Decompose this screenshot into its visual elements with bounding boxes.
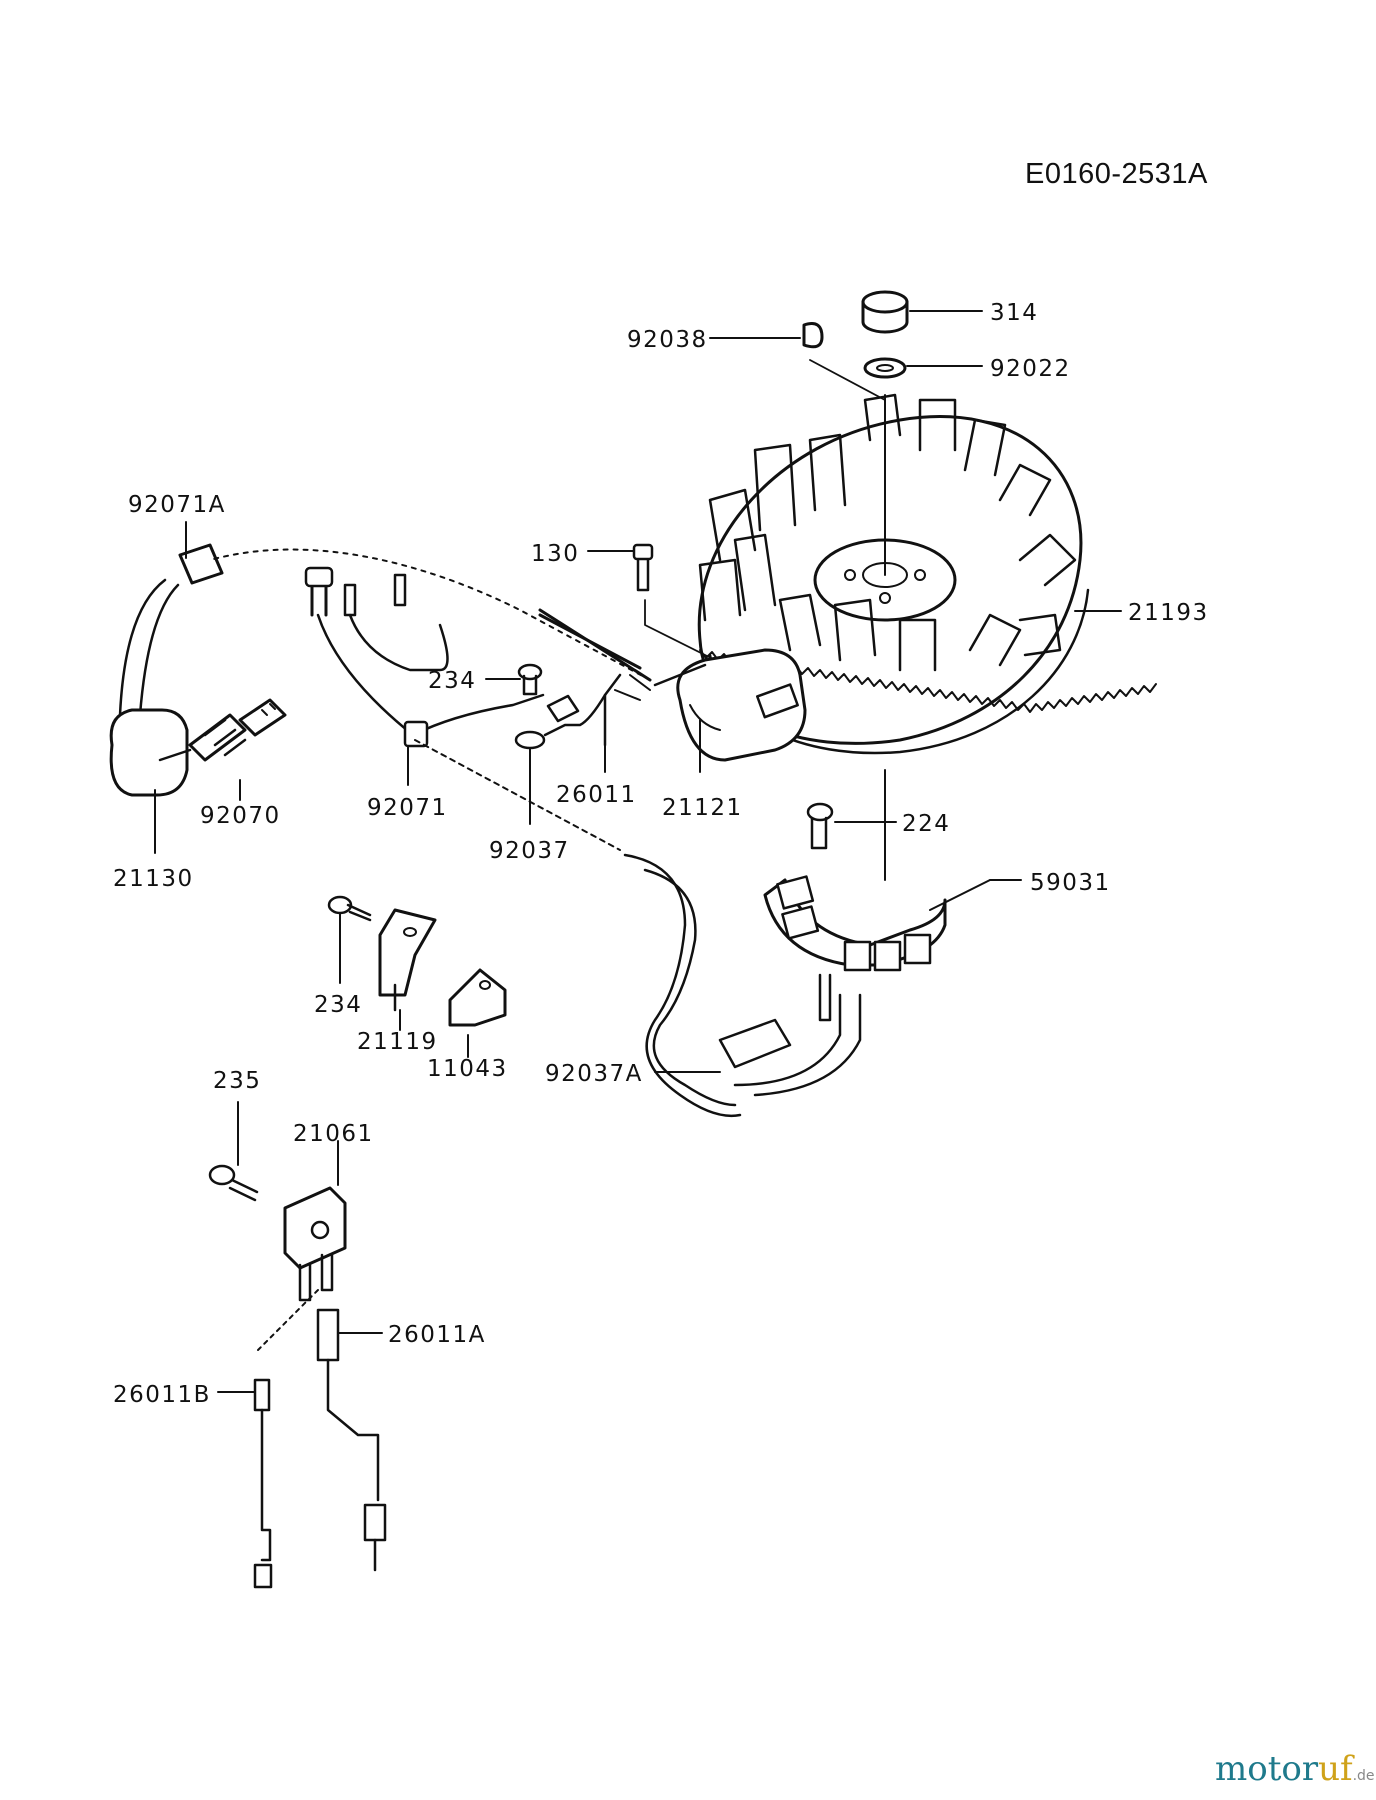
- watermark-part2: uf: [1318, 1749, 1355, 1789]
- washer-drawing: [863, 357, 907, 379]
- part-label-59031: 59031: [1030, 870, 1111, 896]
- part-label-92070: 92070: [200, 803, 281, 829]
- ignition-coil-drawing: [614, 648, 807, 762]
- part-label-92037: 92037: [489, 838, 570, 864]
- stator-drawing: [763, 875, 947, 1022]
- watermark-logo: motoruf.de: [1215, 1749, 1375, 1789]
- screw-234a-drawing: [517, 663, 543, 696]
- spark-plug-cap-drawing: [109, 543, 224, 797]
- part-label-234-lower: 234: [314, 992, 362, 1018]
- watermark-suffix: .de: [1353, 1768, 1375, 1784]
- part-label-314: 314: [990, 300, 1038, 326]
- leader-lines: [154, 310, 1122, 1393]
- part-label-21121: 21121: [662, 795, 743, 821]
- part-label-92071: 92071: [367, 795, 448, 821]
- part-label-234-upper: 234: [428, 668, 476, 694]
- part-label-224: 224: [902, 811, 950, 837]
- part-label-11043: 11043: [427, 1056, 508, 1082]
- nut-drawing: [861, 290, 909, 334]
- flywheel-drawing: [697, 393, 1157, 881]
- part-label-92071A: 92071A: [128, 492, 226, 518]
- watermark-part1: motor: [1215, 1749, 1319, 1789]
- part-label-21193: 21193: [1128, 600, 1209, 626]
- part-label-130: 130: [531, 541, 579, 567]
- part-label-21119: 21119: [357, 1029, 438, 1055]
- key-drawing: [802, 322, 824, 349]
- part-label-26011A: 26011A: [388, 1322, 486, 1348]
- part-label-92038: 92038: [627, 327, 708, 353]
- part-label-26011B: 26011B: [113, 1382, 211, 1408]
- part-label-21061: 21061: [293, 1121, 374, 1147]
- harness-92037A-drawing: [623, 853, 862, 1117]
- svg-text:motoruf.de: motoruf.de: [1215, 1749, 1375, 1789]
- bracket-parts-drawing: [327, 895, 507, 1027]
- rectifier-leads-drawing: [253, 1308, 387, 1589]
- part-label-92022: 92022: [990, 356, 1071, 382]
- ground-lead-drawing: [304, 566, 545, 748]
- terminal-26011-drawing: [514, 673, 622, 750]
- part-label-21130: 21130: [113, 866, 194, 892]
- diagram-code: E0160-2531A: [1025, 158, 1208, 190]
- part-label-26011: 26011: [556, 782, 637, 808]
- part-label-92037A: 92037A: [545, 1061, 643, 1087]
- part-label-235: 235: [213, 1068, 261, 1094]
- spark-plug-drawing: [188, 698, 287, 762]
- key-leader: [809, 359, 886, 401]
- bolt-224-drawing: [806, 802, 834, 850]
- part-labels: 314 92038 92022 92071A 130 21193 234 260…: [113, 300, 1209, 1408]
- rectifier-drawing: [208, 1164, 347, 1351]
